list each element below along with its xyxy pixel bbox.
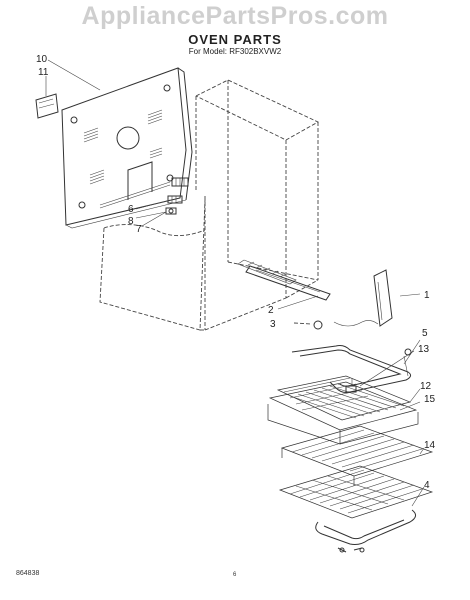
callout-12: 12 — [420, 381, 432, 392]
callout-15: 15 — [424, 394, 436, 405]
oven-back-panel — [61, 67, 193, 229]
oven-cavity-frame — [195, 79, 319, 331]
callout-5: 5 — [422, 328, 428, 339]
callout-1: 1 — [424, 290, 430, 301]
callout-14: 14 — [424, 440, 436, 451]
callout-6: 6 — [128, 204, 134, 215]
callout-3: 3 — [270, 319, 276, 330]
screw-part — [293, 320, 323, 330]
broil-element-part — [315, 509, 416, 553]
callout-7: 7 — [136, 224, 142, 235]
callout-4: 4 — [424, 480, 430, 491]
leader-lines — [45, 59, 425, 507]
diagram-title: OVEN PARTS — [188, 32, 282, 47]
small-plate-part — [35, 93, 59, 119]
callout-10: 10 — [36, 54, 48, 65]
terminal-block-parts — [165, 177, 189, 215]
document-code: 864838 — [16, 570, 40, 577]
broiler-grid-slats — [283, 377, 405, 419]
oven-rack-parts — [278, 425, 434, 519]
element-part — [333, 269, 393, 327]
watermark: AppliancePartsPros.com — [81, 2, 389, 30]
bake-element-part — [291, 345, 412, 393]
callout-2: 2 — [268, 305, 274, 316]
callout-8: 8 — [128, 216, 134, 227]
model-subtitle: For Model: RF302BXVW2 — [188, 47, 282, 56]
page-number: 6 — [233, 572, 237, 578]
callout-13: 13 — [418, 344, 430, 355]
bracket-part — [245, 265, 331, 301]
callout-11: 11 — [38, 67, 49, 78]
callout-labels: 10 11 6 8 7 2 3 1 5 13 12 15 14 4 — [36, 54, 436, 491]
oven-side-wall — [99, 199, 206, 331]
broiler-pan-parts — [267, 375, 419, 445]
